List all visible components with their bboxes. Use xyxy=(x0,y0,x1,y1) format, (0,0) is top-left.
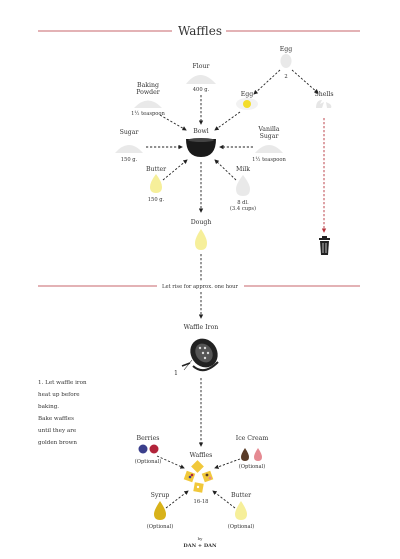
arrow-butter-bowl xyxy=(162,159,188,181)
bowl-icon xyxy=(186,139,216,157)
arrow-milk-bowl xyxy=(214,159,237,181)
arrow-syrup-waffles xyxy=(165,490,189,509)
butter-drop-icon xyxy=(150,174,162,193)
flour-label: Flour xyxy=(193,63,210,70)
egg-label: Egg xyxy=(241,91,253,98)
butter-topping-label: Butter xyxy=(231,492,251,499)
waffles-count: 16-18 xyxy=(194,499,209,505)
instruction-line: baking. xyxy=(38,404,60,410)
shells-icon xyxy=(316,100,332,108)
arrow-egg-source-egg xyxy=(253,69,281,95)
instruction-line: heat up before xyxy=(38,392,80,398)
instruction-line: until they are xyxy=(38,428,77,434)
arrow-egg-bowl xyxy=(214,111,241,131)
rise-step-label: Let rise for approx. one hour xyxy=(162,284,238,290)
arrow-butter-topping-waffles xyxy=(212,490,236,509)
instructions-note: 1. Let waffle iron heat up before baking… xyxy=(38,377,118,449)
flour-pile-icon xyxy=(186,75,216,84)
instruction-line: 1. Let waffle iron xyxy=(38,380,87,386)
syrup-note: (Optional) xyxy=(147,523,174,530)
credit-author: DAN + DAN xyxy=(183,543,217,549)
baking-powder-label-2: Powder xyxy=(136,89,160,96)
vanilla-sugar-label-2: Sugar xyxy=(260,133,279,140)
sugar-pile-icon xyxy=(115,145,143,153)
waffles-label: Waffles xyxy=(190,452,213,459)
credit-by: by xyxy=(198,536,204,541)
dough-label: Dough xyxy=(191,219,212,226)
baking-powder-label-1: Baking xyxy=(137,82,159,89)
dough-drop-icon xyxy=(195,229,207,250)
waffle-iron-count-leader xyxy=(183,359,193,371)
arrow-baking-powder-bowl xyxy=(159,114,187,131)
instruction-line: golden brown xyxy=(38,440,78,446)
milk-label: Milk xyxy=(236,166,250,173)
butter-amount: 150 g. xyxy=(148,197,165,203)
butter-topping-note: (Optional) xyxy=(228,523,255,530)
arrow-berries-waffles xyxy=(156,455,185,469)
baking-powder-amount: 1½ teaspoon xyxy=(131,110,165,117)
sugar-amount: 150 g. xyxy=(121,157,138,163)
ice-cream-label: Ice Cream xyxy=(236,435,269,442)
arrow-ice-cream-waffles xyxy=(214,458,241,469)
milk-amount-2: (3.4 cups) xyxy=(230,205,256,212)
syrup-label: Syrup xyxy=(151,492,170,499)
page-title: Waffles xyxy=(178,24,222,38)
egg-count: 2 xyxy=(284,74,287,80)
egg-icon xyxy=(280,54,292,68)
instruction-line: Bake waffles xyxy=(38,416,74,422)
milk-amount-1: 8 dl. xyxy=(237,200,249,206)
trash-can-icon xyxy=(319,236,330,255)
vanilla-sugar-label-1: Vanilla xyxy=(257,126,280,133)
waffle-iron-label: Waffle Iron xyxy=(184,324,219,331)
bowl-label: Bowl xyxy=(193,128,209,135)
arrow-egg-source-shells xyxy=(291,69,319,94)
milk-drop-icon xyxy=(236,175,250,196)
waffle-iron-icon xyxy=(181,338,219,372)
flour-amount: 400 g. xyxy=(193,87,210,93)
waffles-plate-icon xyxy=(183,460,214,493)
chocolate-ice-cream-icon xyxy=(241,448,249,461)
berries-label: Berries xyxy=(137,435,160,442)
butter-label: Butter xyxy=(146,166,166,173)
baking-powder-pile-icon xyxy=(134,100,162,108)
blueberry-icon xyxy=(138,444,148,454)
shells-label: Shells xyxy=(314,91,333,98)
raspberry-icon xyxy=(149,444,159,454)
berries-note: (Optional) xyxy=(135,458,162,465)
bowl-rim-icon xyxy=(188,138,214,142)
strawberry-ice-cream-icon xyxy=(254,448,262,461)
ice-cream-note: (Optional) xyxy=(239,463,266,470)
egg-yolk-icon xyxy=(243,100,251,108)
vanilla-sugar-pile-icon xyxy=(255,145,283,153)
vanilla-sugar-amount: 1½ teaspoon xyxy=(252,156,286,163)
sugar-label: Sugar xyxy=(120,129,139,136)
egg-source-label: Egg xyxy=(280,46,292,53)
waffle-iron-count: 1 xyxy=(174,370,178,377)
butter-topping-drop-icon xyxy=(235,501,247,520)
syrup-drop-icon xyxy=(154,501,166,520)
